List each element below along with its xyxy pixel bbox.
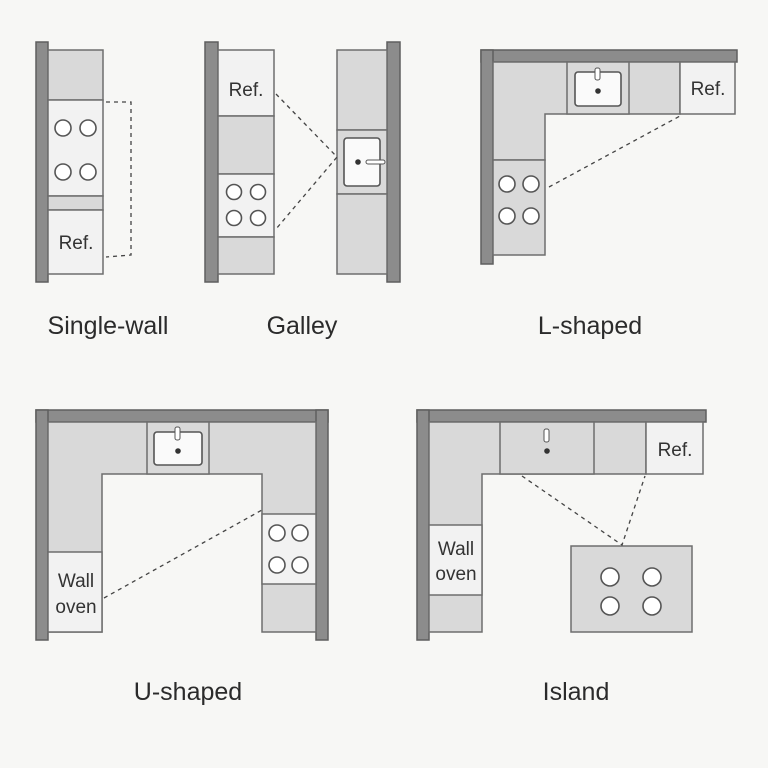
burner-icon xyxy=(600,567,620,587)
l-shaped-work-line xyxy=(548,115,681,188)
galley-cooktop xyxy=(217,173,275,238)
burner-icon xyxy=(522,175,540,193)
galley-ref-label: Ref. xyxy=(229,80,264,101)
burner-icon xyxy=(249,183,267,201)
island-top-wall xyxy=(416,409,707,423)
kitchen-island xyxy=(570,545,693,633)
u-shaped-oven-label: oven xyxy=(55,597,96,618)
island-ref-label: Ref. xyxy=(658,440,693,461)
single-wall-wall xyxy=(35,41,49,283)
faucet-icon xyxy=(365,159,386,165)
single-wall-counter-mid xyxy=(47,195,104,211)
burner-icon xyxy=(54,163,72,181)
galley-counter-right-bottom xyxy=(336,193,388,275)
l-shaped-ref-label: Ref. xyxy=(691,79,726,100)
burner-icon xyxy=(268,524,286,542)
u-shaped-wall-label: Wall xyxy=(58,571,94,592)
galley-refrigerator xyxy=(217,49,275,117)
u-shaped-wall-oven xyxy=(47,551,103,633)
galley-sink xyxy=(336,129,388,195)
l-shaped-left-wall xyxy=(480,49,494,265)
u-shaped-cooktop xyxy=(261,513,317,585)
u-shaped-top-wall xyxy=(35,409,329,423)
cooktop-surface xyxy=(217,173,275,238)
sink-drain-icon xyxy=(355,159,361,165)
caption-island: Island xyxy=(543,678,610,706)
galley-counter-right-top xyxy=(336,49,388,131)
single-wall-work-line xyxy=(105,101,132,258)
island-layout: Ref. Wall oven Island xyxy=(416,409,707,706)
u-shaped-sink xyxy=(146,421,210,475)
cooktop-surface xyxy=(47,99,104,197)
faucet-icon xyxy=(543,428,550,443)
burner-icon xyxy=(249,209,267,227)
burner-icon xyxy=(600,596,620,616)
single-wall-counter-top xyxy=(47,49,104,101)
cooktop-surface xyxy=(492,159,546,256)
burner-icon xyxy=(54,119,72,137)
sink-drain-icon xyxy=(175,448,181,454)
burner-icon xyxy=(268,556,286,574)
galley-layout: Ref. Galley xyxy=(204,41,401,340)
burner-icon xyxy=(225,183,243,201)
galley-counter-left-bottom xyxy=(217,236,275,275)
burner-icon xyxy=(79,119,97,137)
faucet-icon xyxy=(594,67,601,81)
caption-single-wall: Single-wall xyxy=(48,312,169,340)
single-wall-refrigerator xyxy=(47,209,104,275)
caption-l-shaped: L-shaped xyxy=(538,312,642,340)
caption-u-shaped: U-shaped xyxy=(134,678,242,706)
l-shaped-sink xyxy=(566,61,630,115)
burner-icon xyxy=(291,556,309,574)
island-sink xyxy=(499,421,595,475)
caption-galley: Galley xyxy=(267,312,338,340)
burner-icon xyxy=(225,209,243,227)
cooktop-surface xyxy=(261,513,317,585)
burner-icon xyxy=(642,596,662,616)
single-wall-layout: Ref. Single-wall xyxy=(35,41,169,340)
u-shaped-right-wall xyxy=(315,409,329,641)
single-wall-cooktop xyxy=(47,99,104,197)
burner-icon xyxy=(498,207,516,225)
burner-icon xyxy=(79,163,97,181)
galley-counter-left xyxy=(217,115,275,175)
l-shaped-cooktop xyxy=(492,159,546,256)
sink-drain-icon xyxy=(544,448,550,454)
u-shaped-left-wall xyxy=(35,409,49,641)
galley-right-wall xyxy=(386,41,401,283)
galley-work-triangle xyxy=(275,93,338,230)
l-shaped-layout: Ref. L-shaped xyxy=(480,49,738,340)
island-refrigerator xyxy=(645,421,704,475)
island-left-wall xyxy=(416,409,430,641)
island-cooktop xyxy=(570,545,693,633)
l-shaped-refrigerator xyxy=(679,61,736,115)
faucet-icon xyxy=(174,426,181,441)
island-oven-label: oven xyxy=(435,564,476,585)
galley-left-wall xyxy=(204,41,219,283)
l-shaped-top-wall xyxy=(480,49,738,63)
burner-icon xyxy=(522,207,540,225)
island-wall-label: Wall xyxy=(438,539,474,560)
u-shaped-work-line xyxy=(103,509,263,599)
single-wall-ref-label: Ref. xyxy=(59,233,94,254)
burner-icon xyxy=(498,175,516,193)
burner-icon xyxy=(291,524,309,542)
u-shaped-layout: Wall oven U-shaped xyxy=(35,409,329,706)
burner-icon xyxy=(642,567,662,587)
island-wall-oven xyxy=(428,524,483,596)
island-work-triangle xyxy=(521,475,646,547)
sink-drain-icon xyxy=(595,88,601,94)
